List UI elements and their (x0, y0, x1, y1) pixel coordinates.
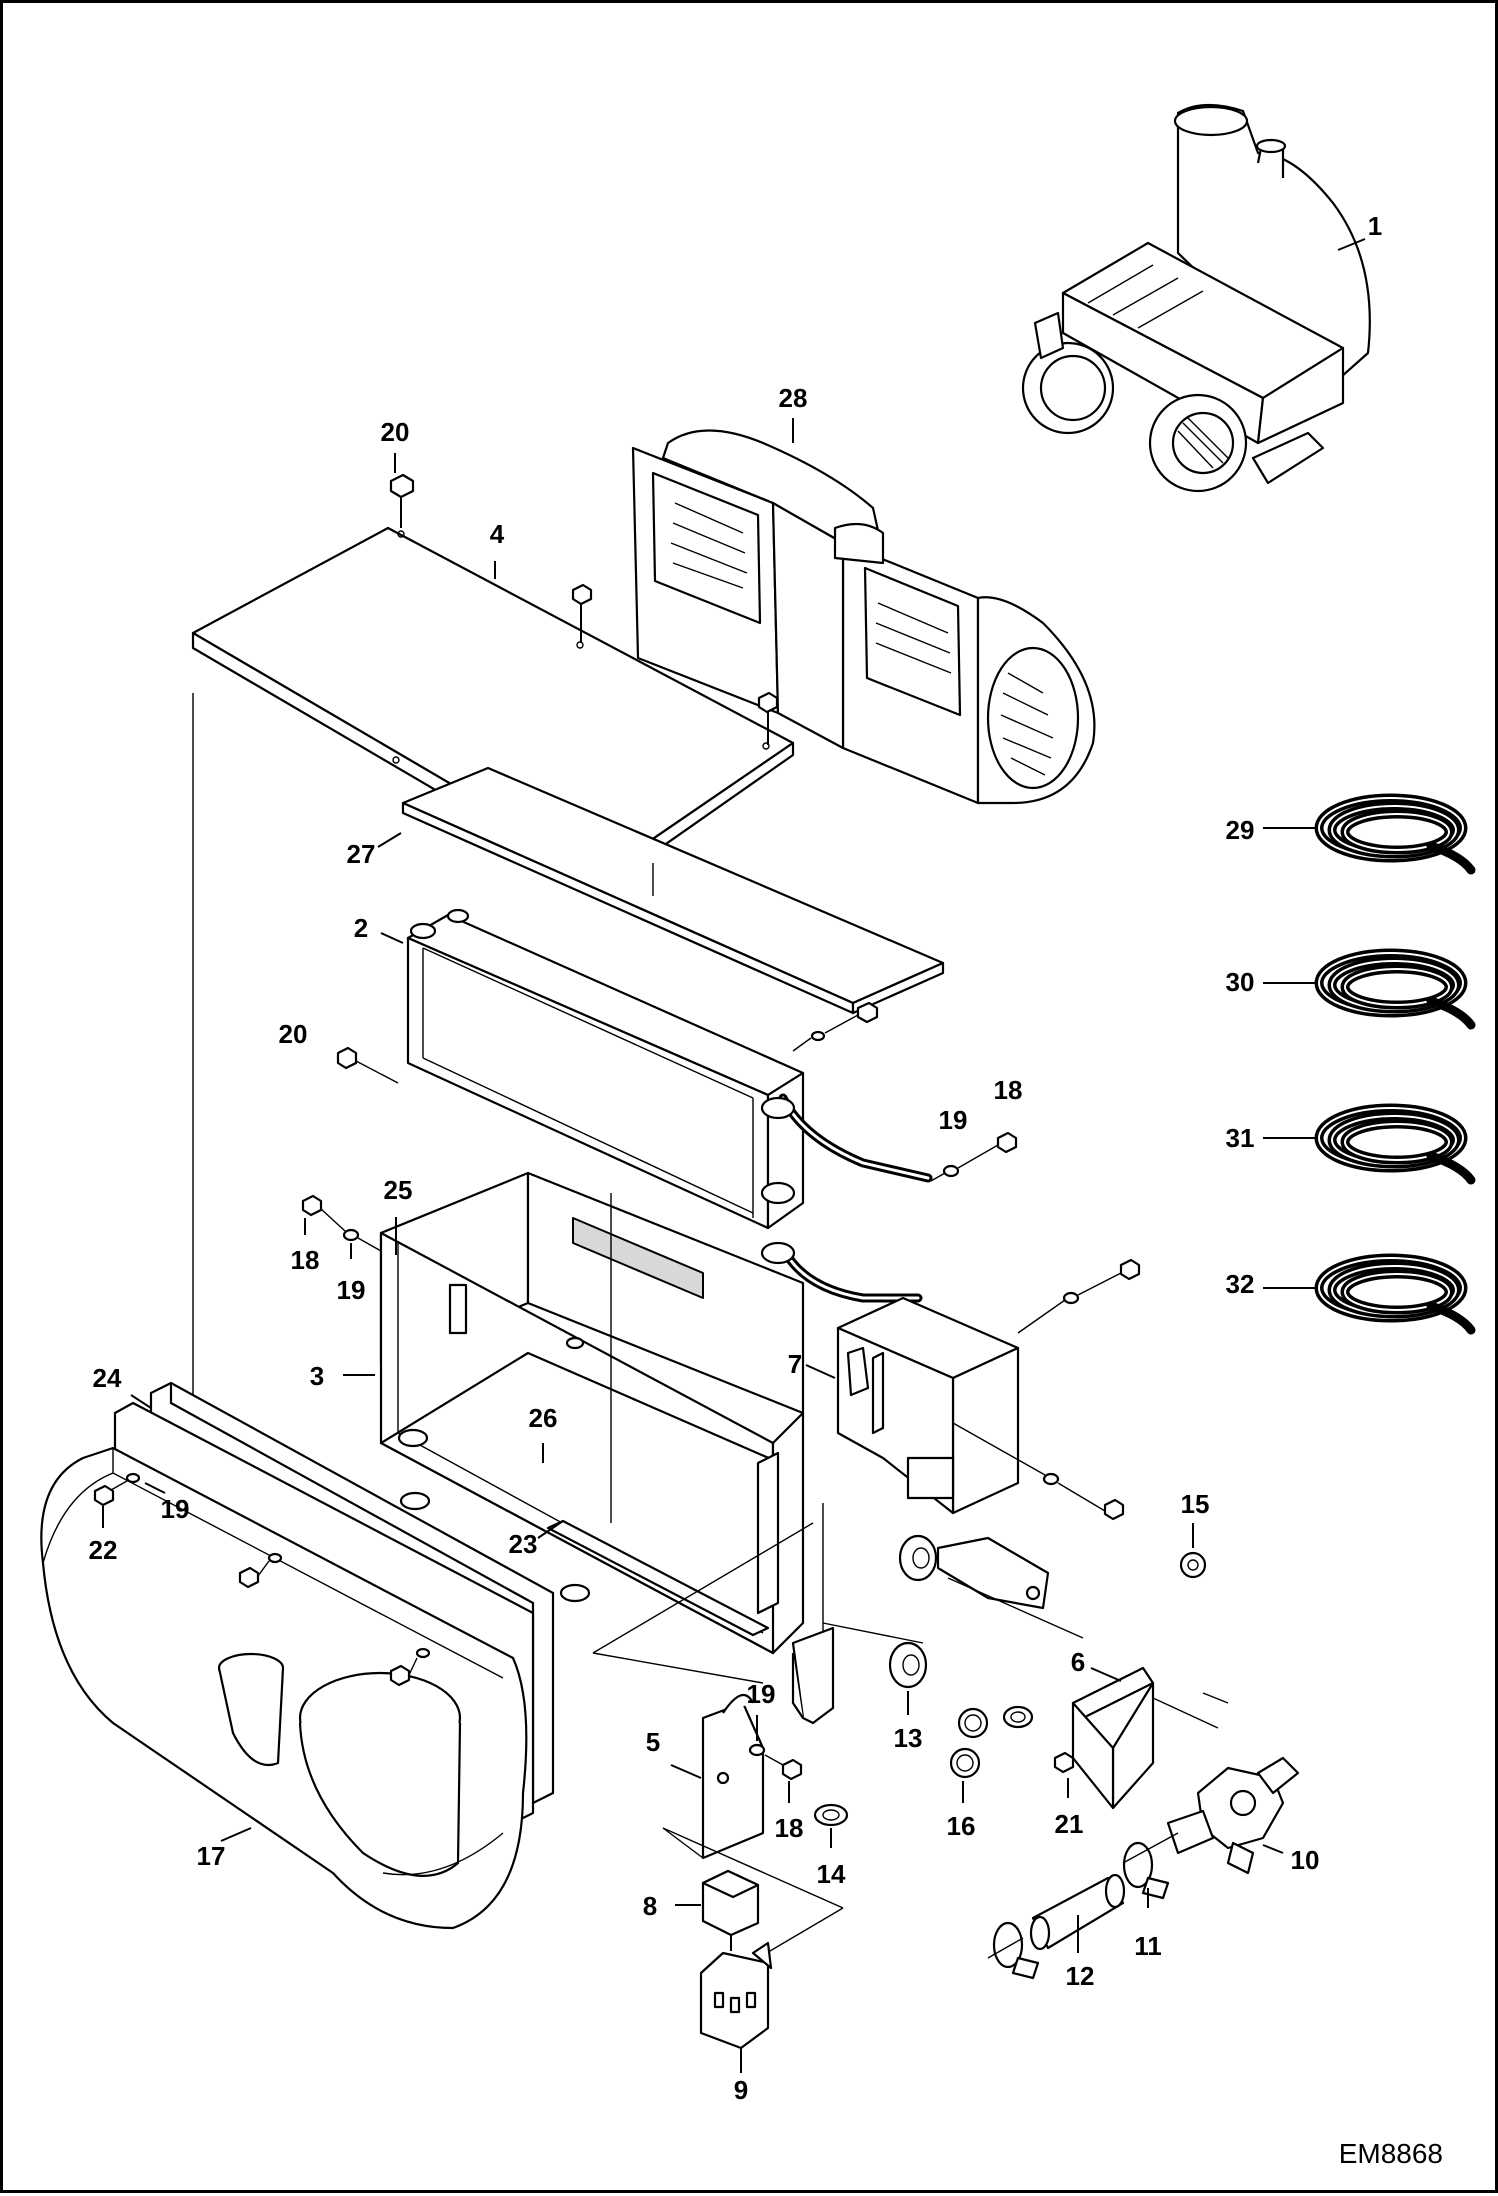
callout-26: 26 (529, 1403, 558, 1433)
callout-19: 19 (747, 1679, 776, 1709)
hose-clamp-part (992, 1841, 1170, 1980)
callout-16: 16 (947, 1811, 976, 1841)
callout-25: 25 (384, 1175, 413, 1205)
heater-assembly-part (1021, 103, 1371, 493)
callout-20: 20 (381, 417, 410, 447)
callout-18: 18 (994, 1075, 1023, 1105)
callout-21: 21 (1055, 1809, 1084, 1839)
grommet-part (1179, 1551, 1207, 1579)
screw-part (336, 1001, 879, 1084)
callout-15: 15 (1181, 1489, 1210, 1519)
callout-28: 28 (779, 383, 808, 413)
blower-motor-part (631, 429, 1096, 805)
callout-27: 27 (347, 839, 376, 869)
callout-19: 19 (939, 1105, 968, 1135)
callout-20: 20 (279, 1019, 308, 1049)
callout-5: 5 (646, 1727, 660, 1757)
callout-29: 29 (1226, 815, 1255, 845)
screw-part (93, 1472, 431, 1687)
relay-bracket-part (701, 1693, 765, 1860)
callout-6: 6 (1071, 1647, 1085, 1677)
exploded-parts-diagram: 1282042927230201819312518193273242615192… (40, 103, 1476, 2169)
valve-bracket-part (936, 1536, 1155, 1810)
callout-17: 17 (197, 1841, 226, 1871)
water-valve-part (1166, 1756, 1300, 1875)
screw-part (389, 473, 779, 745)
screw-part (301, 1194, 382, 1252)
heater-core-part (406, 908, 805, 1230)
callout-7: 7 (788, 1349, 802, 1379)
callout-32: 32 (1226, 1269, 1255, 1299)
hose-segment-part (1029, 1873, 1126, 1951)
callout-19: 19 (161, 1494, 190, 1524)
callout-10: 10 (1291, 1845, 1320, 1875)
callout-24: 24 (93, 1363, 122, 1393)
hose-coil-icon (1263, 793, 1476, 875)
relay-part (701, 1869, 760, 1951)
hose-coil-group (1263, 793, 1476, 1335)
heater-box-part (379, 1171, 805, 1655)
o-ring-part (949, 1705, 1034, 1779)
grommet-part (399, 1491, 591, 1603)
callout-18: 18 (291, 1245, 320, 1275)
callout-14: 14 (817, 1859, 846, 1889)
hose-coil-icon (1263, 1253, 1476, 1335)
callout-11: 11 (1134, 1931, 1162, 1961)
relay-socket-part (699, 1941, 773, 2050)
callout-8: 8 (643, 1891, 657, 1921)
hose-coil-icon (1263, 1103, 1476, 1185)
drawing-reference-id: EM8868 (1339, 2138, 1443, 2169)
callout-1: 1 (1368, 211, 1382, 241)
callout-9: 9 (734, 2075, 748, 2105)
callout-2: 2 (354, 913, 368, 943)
callout-18: 18 (775, 1813, 804, 1843)
callout-13: 13 (894, 1723, 923, 1753)
callout-12: 12 (1066, 1961, 1095, 1991)
screw-part (952, 1258, 1141, 1521)
filter-pad-part (401, 766, 945, 1015)
grommet-part (813, 1803, 849, 1827)
callout-22: 22 (89, 1535, 118, 1565)
grommet-part (888, 1534, 938, 1689)
callout-3: 3 (310, 1361, 324, 1391)
hose-coil-icon (1263, 948, 1476, 1030)
callout-23: 23 (509, 1529, 538, 1559)
callout-31: 31 (1226, 1123, 1255, 1153)
screw-part (748, 1715, 803, 1803)
screw-part (1053, 1751, 1075, 1798)
callout-30: 30 (1226, 967, 1255, 997)
air-duct-housing-part (40, 1446, 528, 1930)
support-bracket-part (791, 1626, 835, 1725)
screw-part (930, 1131, 1018, 1182)
callout-19: 19 (337, 1275, 366, 1305)
callout-4: 4 (490, 519, 505, 549)
heater-core-tube-part (760, 1093, 933, 1303)
mounting-bracket-part (836, 1296, 1020, 1515)
